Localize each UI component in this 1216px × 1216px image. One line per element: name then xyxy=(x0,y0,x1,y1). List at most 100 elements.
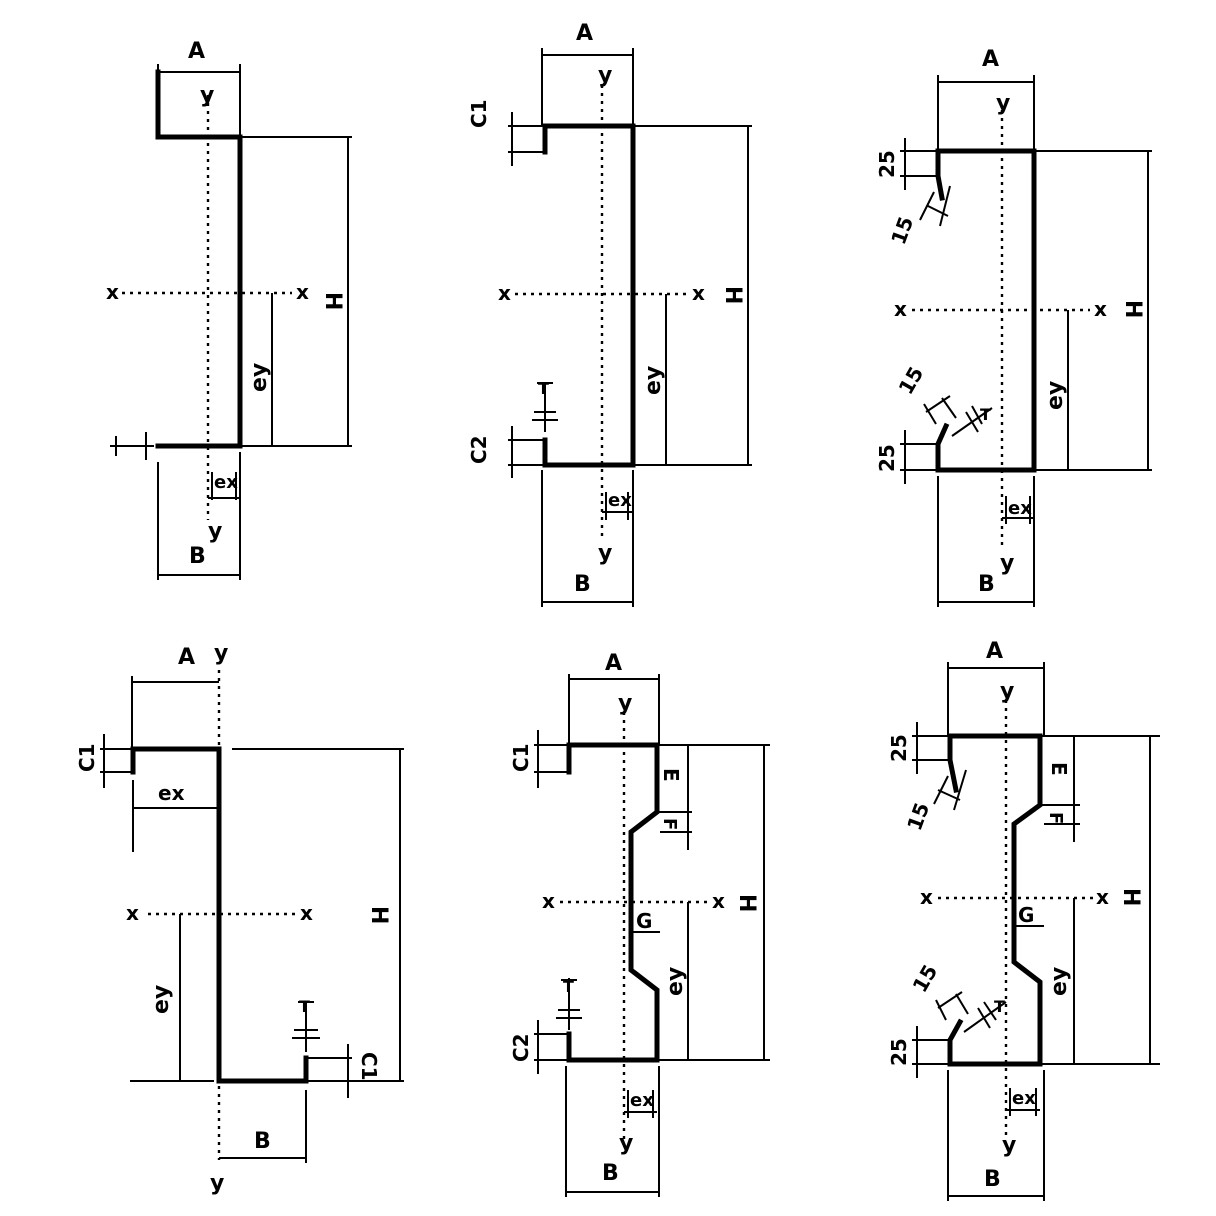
profile-1-ex-label: ex xyxy=(214,472,238,493)
profile-3-x-left-label: x xyxy=(894,297,907,321)
profile-1-h-dimension xyxy=(240,136,352,447)
profile-6-y-top-label: y xyxy=(1000,679,1014,704)
profile-4-t-label: T xyxy=(299,997,310,1016)
profile-5-b-label: B xyxy=(602,1161,619,1186)
profile-5-c1-dimension xyxy=(534,730,569,788)
profile-6-y-bottom-label: y xyxy=(1002,1133,1016,1158)
profile-4-c1-top-label: C1 xyxy=(75,743,99,772)
profile-6-sigma-angled-lips: A y x x H ey E F G ex B y 25 15 15 25 T xyxy=(887,639,1160,1201)
profile-1-ex-dimension xyxy=(208,472,240,500)
profile-3-thickness-marker xyxy=(951,405,993,437)
profile-5-g-dimension xyxy=(630,926,660,938)
profile-4-x-right-label: x xyxy=(300,901,313,925)
profile-3-lip-25-bottom xyxy=(900,430,938,484)
profile-3-b-dimension xyxy=(937,476,1035,607)
profile-6-f-dimension xyxy=(1044,805,1080,842)
profile-6-lip-25-top xyxy=(912,722,950,774)
profile-5-y-top-label: y xyxy=(618,691,632,716)
profile-6-g-dimension xyxy=(1013,920,1044,932)
profile-6-ex-dimension xyxy=(1006,1088,1040,1116)
profile-4-a-dimension xyxy=(131,676,219,749)
profile-5-a-dimension xyxy=(568,674,660,745)
profile-1-ey-label: ey xyxy=(247,363,272,392)
profile-4-b-dimension xyxy=(219,1090,307,1163)
profile-6-a-dimension xyxy=(947,662,1045,736)
profile-4-z-lipped: A y x x H ey ex B y C1 C1 T xyxy=(75,641,404,1196)
profile-2-ex-label: ex xyxy=(608,490,632,511)
profile-4-ey-label: ey xyxy=(149,985,174,1014)
profile-1-outline xyxy=(155,69,243,449)
profile-6-lip-15-bottom xyxy=(935,991,969,1021)
profile-5-b-dimension xyxy=(565,1066,660,1197)
profile-2-t-label: T xyxy=(538,379,549,398)
profile-2-c2-dimension xyxy=(508,426,545,478)
profile-5-outline xyxy=(566,742,660,1063)
profile-2-c1-dimension xyxy=(508,112,545,166)
profile-6-thickness-marker xyxy=(963,1001,1007,1033)
profile-2-h-dimension xyxy=(633,125,752,466)
profile-4-c1-bottom-dimension xyxy=(306,1044,352,1098)
profile-6-outline xyxy=(947,733,1043,1067)
profile-2-outline xyxy=(542,123,636,468)
profile-5-a-label: A xyxy=(605,651,622,676)
profile-6-f-label: F xyxy=(1045,812,1066,824)
profile-5-ex-dimension xyxy=(624,1090,657,1118)
profile-4-h-label: H xyxy=(366,906,391,924)
profile-3-15-bottom-label: 15 xyxy=(894,362,929,398)
profile-1-a-label: A xyxy=(188,39,205,64)
profile-2-y-bottom-label: y xyxy=(598,541,612,566)
profile-1-b-label: B xyxy=(189,544,206,569)
profile-3-ex-label: ex xyxy=(1008,498,1032,519)
profile-3-x-right-label: x xyxy=(1094,297,1107,321)
profile-2-x-right-label: x xyxy=(692,281,705,305)
profile-6-lip-25-bottom xyxy=(912,1026,950,1078)
profile-4-a-label: A xyxy=(178,645,195,670)
profile-4-ey-dimension xyxy=(130,914,214,1082)
profile-4-b-label: B xyxy=(254,1129,271,1154)
profile-1-thickness-marker xyxy=(110,432,154,460)
profile-2-b-label: B xyxy=(574,572,591,597)
profile-2-x-left-label: x xyxy=(498,281,511,305)
profile-6-15-top-label: 15 xyxy=(902,799,934,833)
profile-1-y-bottom-label: y xyxy=(208,519,222,544)
profile-2-c1-label: C1 xyxy=(467,99,491,128)
profile-1-x-left-label: x xyxy=(106,280,119,304)
profile-3-t-label: T xyxy=(980,405,991,424)
profile-2-b-dimension xyxy=(541,470,634,607)
profile-6-h-label: H xyxy=(1118,888,1143,906)
profile-4-y-top-label: y xyxy=(214,641,228,666)
profile-5-y-bottom-label: y xyxy=(619,1131,633,1156)
profile-5-c1-label: C1 xyxy=(509,743,533,772)
profile-2-c-lipped: A y x x H ey ex B y C1 C2 T xyxy=(467,21,752,607)
profile-5-ex-label: ex xyxy=(630,1090,654,1111)
profile-3-y-top-label: y xyxy=(996,91,1010,116)
profile-3-lip-25-top xyxy=(900,138,938,190)
profile-1-z-plain: A y x x H ey ex B y xyxy=(106,39,352,580)
profile-5-t-label: T xyxy=(563,977,574,996)
profile-3-15-top-label: 15 xyxy=(886,213,918,247)
profile-3-b-label: B xyxy=(978,572,995,597)
profile-5-c2-dimension xyxy=(534,1020,569,1074)
profile-2-a-label: A xyxy=(576,21,593,46)
profile-3-c-angled-lips: A y x x H ey ex B y 25 15 15 25 T xyxy=(875,47,1152,607)
profile-5-c2-label: C2 xyxy=(509,1033,533,1062)
profile-6-x-right-label: x xyxy=(1096,885,1109,909)
profile-2-thickness-marker xyxy=(532,382,558,432)
profile-3-h-label: H xyxy=(1120,300,1145,318)
profile-1-b-dimension xyxy=(157,452,241,580)
profile-5-f-dimension xyxy=(660,812,692,850)
profile-5-sigma-lipped: A y x x H ey E F G ex B y C1 C2 T xyxy=(509,651,770,1197)
profile-4-ex-dimension xyxy=(132,780,219,852)
profile-2-y-top-label: y xyxy=(598,63,612,88)
profile-3-ey-label: ey xyxy=(1043,381,1068,410)
profile-3-a-dimension xyxy=(937,75,1035,151)
profile-1-x-right-label: x xyxy=(296,280,309,304)
profile-6-a-label: A xyxy=(986,639,1003,664)
profile-6-t-label: T xyxy=(994,997,1005,1016)
profile-3-y-bottom-label: y xyxy=(1000,551,1014,576)
profile-3-25-bottom-label: 25 xyxy=(875,444,899,472)
profile-6-ey-label: ey xyxy=(1047,967,1072,996)
profile-6-15-bottom-label: 15 xyxy=(908,960,943,996)
profile-3-lip-15-top xyxy=(919,185,951,227)
profile-6-ex-label: ex xyxy=(1012,1088,1036,1109)
